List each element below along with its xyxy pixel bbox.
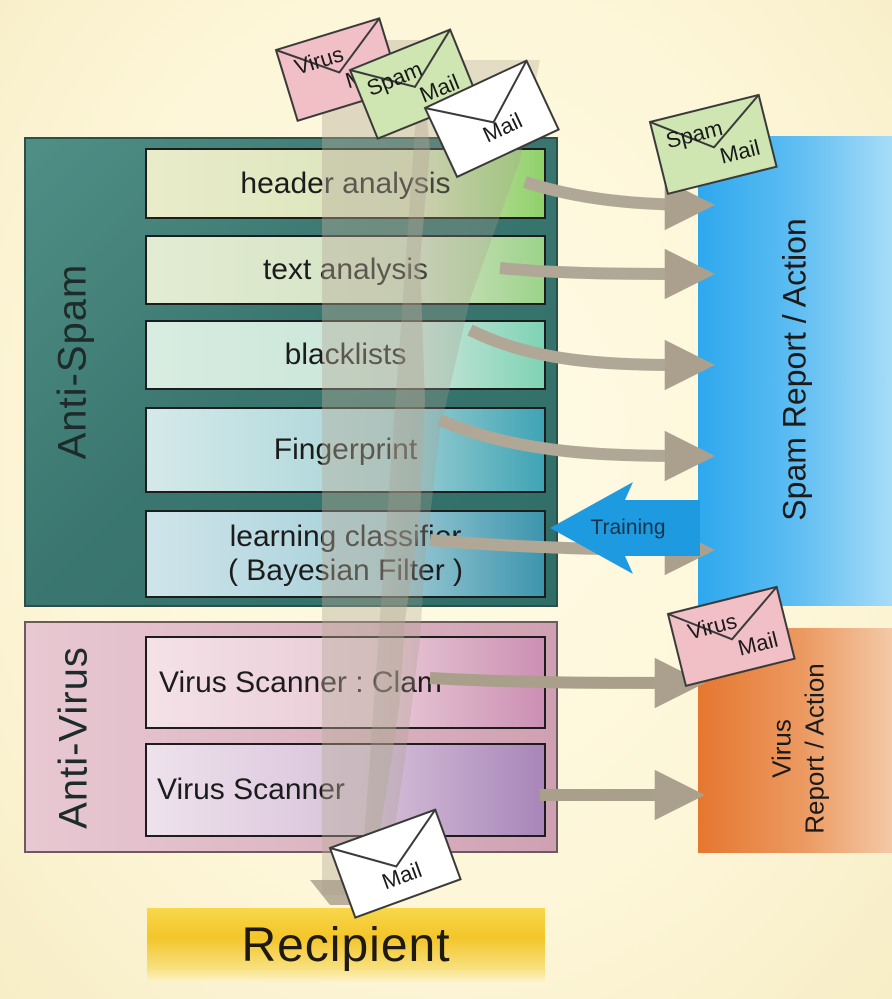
fingerprint-label: Fingerprint [273, 433, 418, 467]
virus-scanner-box: Virus Scanner [145, 743, 546, 837]
arrow-clam-to-virus-report [429, 657, 706, 709]
text-analysis-label: text analysis [262, 253, 429, 287]
recipient-label: Recipient [241, 918, 451, 972]
bayesian-filter-label: ( Bayesian Filter ) [227, 554, 464, 587]
envelope-spam-mail-right: Spam Mail [648, 93, 778, 196]
blacklists-box: blacklists [145, 320, 546, 390]
envelope-mail-bottom: Mail [328, 808, 462, 919]
virus-scanner-clam-label: Virus Scanner : Clam [159, 665, 442, 699]
training-arrow [550, 482, 700, 574]
blacklists-label: blacklists [284, 338, 407, 372]
envelope-mail-top: Mail [423, 59, 560, 179]
envelope-virus-mail-right: Virus Mail [666, 585, 796, 688]
fingerprint-box: Fingerprint [145, 407, 546, 493]
arrow-header-to-spam-report [523, 176, 716, 231]
virus-scanner-label: Virus Scanner [157, 773, 345, 807]
training-label: Training [590, 516, 665, 539]
header-analysis-label: header analysis [240, 166, 451, 200]
mail-stream [322, 40, 430, 895]
learning-classifier-box: learning classifier ( Bayesian Filter ) [145, 510, 546, 598]
arrow-text-to-spam-report [499, 248, 716, 300]
arrow-fingerprint-to-spam-report [437, 414, 716, 482]
learning-classifier-label: learning classifier [229, 520, 462, 554]
header-analysis-box: header analysis [145, 148, 546, 219]
spam-report-panel: Spam Report / Action [698, 136, 892, 606]
recipient-bar: Recipient [147, 908, 545, 982]
arrow-blacklists-to-spam-report [467, 324, 716, 391]
mail-stream-right [360, 60, 540, 895]
text-analysis-box: text analysis [145, 235, 546, 305]
